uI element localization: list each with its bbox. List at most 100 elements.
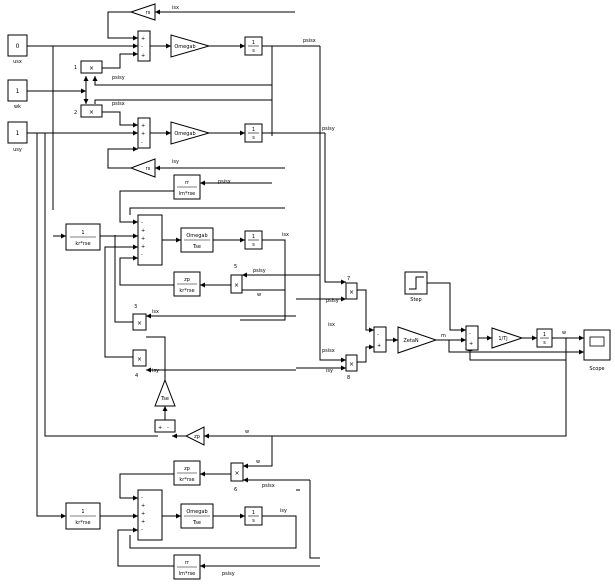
gain-rs-top: rs: [129, 3, 156, 21]
svg-text:1: 1: [252, 40, 255, 46]
sum-isx: - + + + -: [137, 214, 163, 266]
svg-text:s: s: [543, 340, 546, 346]
label-psisy-out: psisy: [322, 126, 335, 132]
svg-text:-: -: [141, 44, 143, 50]
gain-tse: Tse: [154, 378, 176, 407]
svg-text:×: ×: [349, 289, 354, 296]
gain-omegab-2-label: Omegab: [174, 131, 195, 137]
svg-text:8: 8: [347, 375, 350, 381]
svg-text:1: 1: [252, 510, 255, 516]
label-w-feedback: w: [245, 429, 249, 435]
svg-text:7: 7: [347, 276, 350, 282]
svg-text:6: 6: [234, 487, 237, 493]
sum-load: - +: [465, 325, 479, 351]
constant-usy: 1 usy: [7, 121, 28, 153]
label-psisx-8: psisx: [322, 348, 335, 354]
label-isy-4: isy: [152, 368, 159, 374]
svg-text:-: -: [377, 332, 379, 338]
svg-text:Tse: Tse: [192, 520, 201, 526]
svg-text:+: +: [469, 341, 473, 347]
label-isy-8: isy: [326, 368, 333, 374]
svg-text:kr*rse: kr*rse: [179, 288, 194, 294]
svg-text:Scope: Scope: [589, 366, 604, 372]
svg-text:-: -: [141, 527, 143, 533]
gain-rr-lm-bottom: rr lm*rse: [173, 554, 201, 580]
svg-text:-: -: [141, 495, 143, 501]
svg-text:+: +: [141, 236, 145, 242]
product-6: × 6: [230, 462, 244, 493]
svg-text:kr*rse: kr*rse: [75, 241, 90, 247]
label-isx-7: isx: [328, 322, 335, 328]
constant-usx-label: usx: [13, 59, 22, 65]
constant-wk-value: 1: [16, 88, 20, 95]
constant-usx: 0 usx: [7, 34, 28, 65]
svg-text:×: ×: [89, 109, 94, 116]
svg-text:×: ×: [234, 470, 239, 477]
svg-text:s: s: [252, 242, 255, 248]
svg-text:rr: rr: [185, 180, 190, 186]
product-1-id: 1: [74, 65, 77, 71]
gain-omegab-1: Omegab: [170, 34, 211, 58]
label-psisx-out: psisx: [303, 38, 316, 44]
product-3: × 3: [132, 304, 147, 331]
signal-wires: [27, 9, 584, 569]
product-8: × 8: [345, 354, 358, 381]
product-2-id: 2: [74, 110, 77, 116]
svg-text:+: +: [141, 519, 145, 525]
svg-text:1: 1: [81, 509, 84, 515]
svg-text:+: +: [141, 511, 145, 517]
label-psisy-5: psisy: [253, 268, 266, 274]
label-isx-top: isx: [172, 5, 179, 11]
svg-text:zp: zp: [194, 434, 200, 440]
constant-usx-value: 0: [16, 43, 20, 50]
gain-rr-lm-top: rr lm*rse: [173, 174, 201, 200]
gain-kr-rse-top: 1 kr*rse: [65, 223, 101, 251]
step-source: Step: [404, 271, 428, 303]
svg-text:Tse: Tse: [160, 396, 169, 402]
integrator-isy: 1 s: [244, 506, 263, 526]
label-isx-out: isx: [282, 232, 289, 238]
svg-text:-: -: [141, 140, 143, 146]
svg-text:lm*rse: lm*rse: [179, 571, 196, 577]
label-w-out: w: [562, 330, 566, 336]
gain-rs-top-label: rs: [146, 10, 151, 16]
svg-text:+: +: [158, 425, 162, 431]
label-psisy-7: psisy: [326, 298, 339, 304]
gain-zp-kr-bottom: zp kr*rse: [173, 460, 201, 486]
label-psisx-1: psisx: [112, 101, 125, 107]
label-isy-out: isy: [280, 508, 287, 514]
svg-text:+: +: [377, 343, 381, 349]
integrator-w: 1 s: [536, 328, 553, 348]
svg-text:-: -: [141, 220, 143, 226]
label-psisx-6: psisx: [262, 483, 275, 489]
svg-text:+: +: [141, 503, 145, 509]
svg-text:×: ×: [137, 356, 142, 363]
svg-text:rs: rs: [146, 166, 151, 172]
gain-zp-kr-top: zp kr*rse: [173, 271, 201, 297]
svg-text:lm*rse: lm*rse: [179, 191, 196, 197]
svg-text:zp: zp: [184, 466, 190, 472]
svg-text:×: ×: [349, 361, 354, 368]
label-psisx-2: psisx: [218, 179, 231, 185]
sum-electromagnetic: - +: [373, 326, 387, 353]
gain-omegab-tse-top: Omegab Tse: [180, 227, 214, 253]
svg-text:×: ×: [137, 320, 142, 327]
svg-text:4: 4: [135, 373, 138, 379]
svg-text:+: +: [141, 53, 145, 59]
svg-text:zp: zp: [184, 277, 190, 283]
integrator-psisy: 1 s: [244, 123, 263, 143]
label-isx-3: isx: [152, 309, 159, 315]
gain-kr-rse-bottom: 1 kr*rse: [65, 502, 101, 530]
gain-omegab-2: Omegab: [170, 121, 211, 145]
svg-text:Omegab: Omegab: [186, 509, 207, 515]
product-7: × 7: [345, 276, 358, 300]
svg-text:Omegab: Omegab: [186, 233, 207, 239]
svg-text:×: ×: [234, 282, 239, 289]
label-m: m: [441, 333, 446, 339]
svg-text:rr: rr: [185, 560, 190, 566]
sum-psisx: + - +: [137, 30, 151, 62]
label-w-5: w: [257, 292, 261, 298]
integrator-isx: 1 s: [244, 230, 263, 250]
svg-text:+: +: [141, 123, 145, 129]
